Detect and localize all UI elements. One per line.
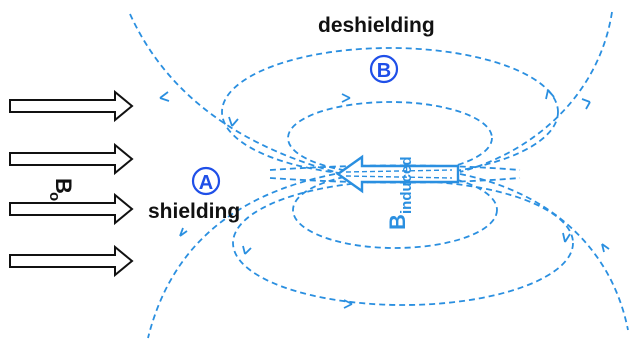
field-line-outer-left-upper [129, 13, 336, 173]
external-field-arrow-1 [9, 89, 134, 123]
external-field-arrow-4 [9, 244, 134, 278]
direction-marker [179, 227, 188, 237]
direction-marker [601, 243, 610, 253]
field-loop-upper-inner [287, 101, 493, 175]
field-direction-markers [159, 89, 610, 309]
direction-marker [343, 299, 353, 309]
external-field-arrow-2 [9, 142, 134, 176]
b-induced-label: B induced [385, 156, 415, 230]
external-field-arrows [9, 89, 134, 278]
induced-field-arrow [335, 154, 460, 194]
svg-text:A: A [199, 172, 213, 194]
direction-marker [545, 89, 555, 100]
region-a-marker: A [191, 166, 221, 196]
direction-marker [581, 98, 591, 110]
svg-text:B: B [377, 60, 391, 82]
svg-text:o: o [46, 192, 63, 201]
direction-marker [562, 232, 571, 243]
region-b-marker: B [369, 54, 399, 84]
svg-text:B: B [51, 178, 76, 194]
field-line-outer-right-upper [459, 11, 613, 173]
svg-text:induced: induced [398, 156, 415, 214]
direction-marker [242, 245, 252, 255]
field-loop-lower-inner [292, 171, 498, 249]
field-loop-lower-outer [232, 180, 574, 306]
direction-marker [228, 116, 239, 127]
direction-marker [341, 93, 351, 103]
external-field-arrow-3 [9, 192, 134, 226]
deshielding-label: deshielding [318, 14, 435, 37]
b0-label: B o [46, 178, 76, 201]
field-line-outer-left-lower [147, 173, 336, 339]
svg-text:B: B [385, 214, 410, 230]
direction-marker [159, 91, 170, 102]
shielding-label: shielding [148, 200, 240, 223]
field-line-outer-right-lower [459, 173, 629, 331]
